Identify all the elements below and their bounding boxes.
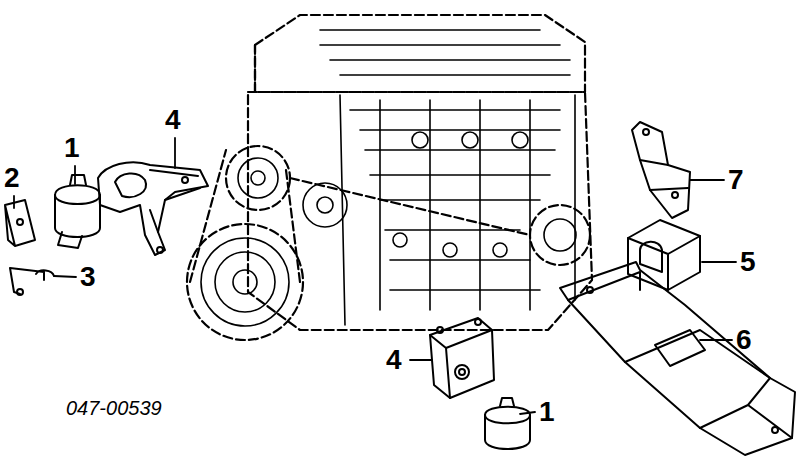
callout-number: 6 [736,326,752,354]
callout-number: 1 [539,398,555,426]
callout-number: 1 [64,134,80,162]
callout-number: 4 [165,106,181,134]
callout-number: 5 [740,248,756,276]
callout-number: 3 [80,263,96,291]
callout-number: 7 [728,166,744,194]
part-code: 047-00539 [66,398,162,418]
callout-number: 4 [386,346,402,374]
callout-number: 2 [4,164,20,192]
